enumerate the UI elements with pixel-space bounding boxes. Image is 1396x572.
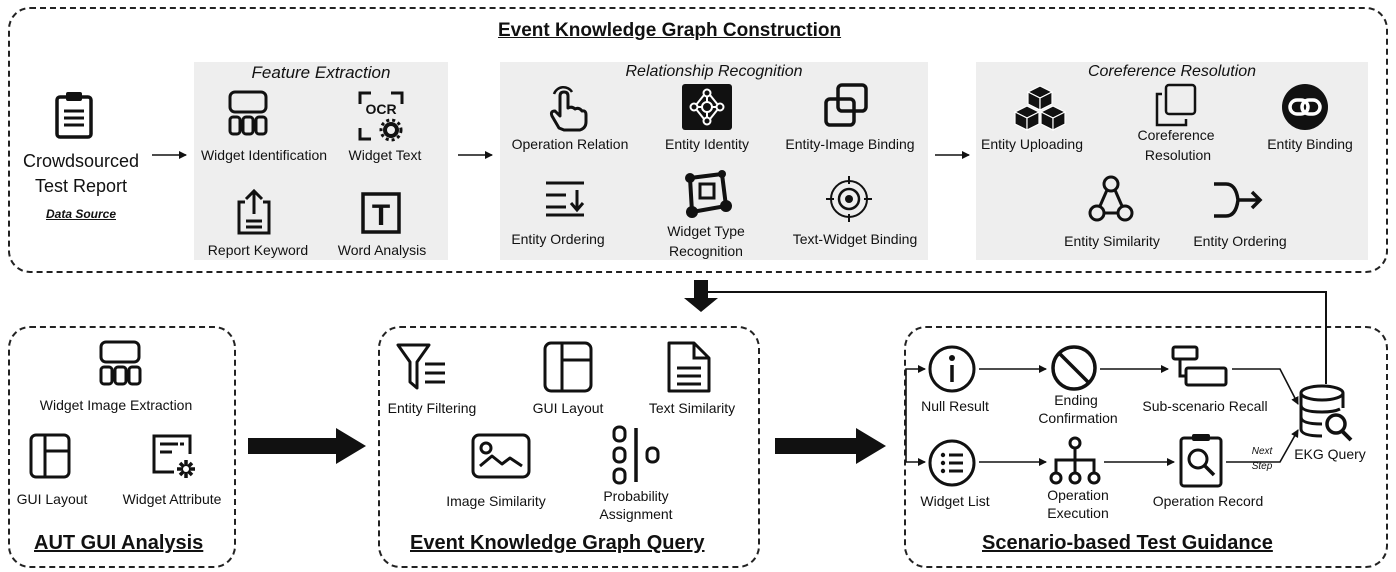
guidance-label-3: Sub-scenario Recall [1142,398,1268,414]
upload-doc-icon [236,188,272,236]
feature-label-3: Word Analysis [337,242,427,258]
sort-down-icon [544,178,588,218]
branch-line [905,365,926,446]
relationship-title-a: Relationship [625,63,714,80]
guidance-label-1: Ending [1054,392,1098,408]
widget-grid-icon [228,90,268,138]
chain-link-icon [1280,82,1330,132]
feature-label-1: Widget Text [348,147,422,163]
next-step-line1: Next [1251,446,1273,457]
guidance-box [904,326,1388,568]
triangle-nodes-icon [1088,175,1134,223]
tap-hand-icon [546,84,590,132]
query-label-2: Text Similarity [648,400,736,416]
feedback-line [708,291,1327,384]
guidance-title: Scenario-based Test Guidance [982,532,1273,554]
svg-text:OCR: OCR [365,101,396,117]
coreference-label-5: Entity Ordering [1193,233,1287,249]
search-record-icon [1178,432,1224,490]
relationship-label-6: Text-Widget Binding [792,231,918,247]
image-chart-icon [470,432,532,480]
aut-title: AUT GUI Analysis [34,532,204,554]
coreference-label-1: Coreference [1137,127,1215,143]
relationship-label-2: Entity-Image Binding [785,136,915,152]
document-icon [666,340,712,394]
guidance-label-5: Widget List [920,493,990,509]
aut-label-1: GUI Layout [16,491,88,507]
list-circle-icon [927,438,977,488]
vector-shape-icon [682,170,732,222]
subflow-icon [1170,344,1230,388]
relationship-label-4: Widget Type [667,223,745,239]
layers-icon [1152,82,1198,128]
filter-list-icon [395,342,451,392]
svg-text:T: T [372,199,390,232]
hierarchy-icon [1048,436,1102,488]
guidance-label-2: Confirmation [1038,410,1118,426]
layout-panel-icon [28,432,72,480]
coreference-label-4: Entity Similarity [1064,233,1160,249]
database-search-icon [1298,384,1356,444]
branch-line [905,446,926,466]
ocr-icon: OCR [357,90,405,142]
query-box [378,326,760,568]
guidance-label-7: Execution [1047,505,1109,521]
query-label-1: GUI Layout [532,400,604,416]
aut-label-0: Widget Image Extraction [39,397,193,413]
feature-label-2: Report Keyword [207,242,309,258]
flow-arrow [1232,368,1299,405]
feature-label-0: Widget Identification [200,147,328,163]
query-label-3: Image Similarity [446,493,546,509]
construction-box [8,7,1388,273]
query-label-4: Probability [603,488,669,504]
coreference-label-0: Entity Uploading [981,136,1083,152]
guidance-label-6: Operation [1047,487,1109,503]
target-icon [826,176,872,222]
clipboard-icon [52,90,96,140]
coreference-label-2: Resolution [1144,147,1212,163]
source-line1: Crowdsourced [22,151,140,171]
source-caption: Data Source [45,207,117,221]
relationship-label-0: Operation Relation [511,136,629,152]
query-label-5: Assignment [599,506,673,522]
guidance-label-0: Null Result [921,398,989,414]
flow-arrow [1226,429,1299,463]
query-label-0: Entity Filtering [387,400,477,416]
cubes-icon [1012,84,1068,132]
feature-title: Feature Extraction [251,63,391,82]
widget-attribute-icon [150,432,200,482]
relationship-title: Relationship Recognition [500,63,928,81]
feature-panel [194,62,448,260]
block-circle-icon [1050,344,1098,392]
relationship-label-3: Entity Ordering [511,231,605,247]
coreference-title: Coreference Resolution [1087,63,1257,80]
aut-label-2: Widget Attribute [122,491,222,507]
source-line2: Test Report [34,176,128,196]
big-right-arrow [248,428,366,464]
query-title: Event Knowledge Graph Query [410,532,705,554]
widget-grid-icon [98,340,142,388]
text-t-icon: T [361,192,401,234]
relationship-label-5: Recognition [669,243,743,259]
copy-link-icon [823,82,869,128]
info-circle-icon [927,344,977,394]
guidance-label-8: Operation Record [1152,493,1264,509]
next-step-line2: Step [1251,461,1273,472]
construction-title: Event Knowledge Graph Construction [498,20,842,41]
big-down-arrow [684,280,718,312]
coreference-label-3: Entity Binding [1267,136,1353,152]
probability-icon [610,424,666,488]
network-node-icon [682,84,732,130]
merge-arrow-icon [1210,180,1266,220]
relationship-label-1: Entity Identity [664,136,750,152]
relationship-title-b: Recognition [713,63,803,80]
big-right-arrow [775,428,886,464]
layout-panel-icon [542,340,594,394]
guidance-label-4: EKG Query [1294,446,1366,462]
aut-box [8,326,236,568]
